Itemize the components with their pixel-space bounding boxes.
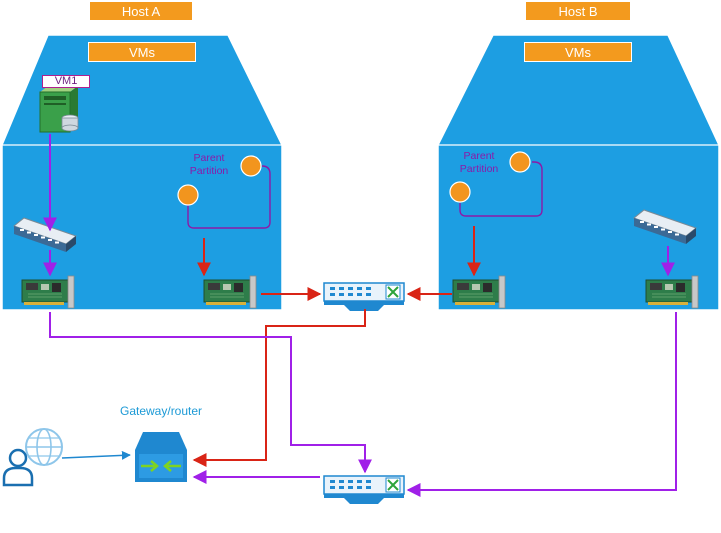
partition-node: [449, 181, 471, 203]
host-a-vms-label: VMs: [88, 42, 196, 62]
switch-to-gateway-link: [192, 309, 366, 467]
host-b-vms-label: VMs: [524, 42, 632, 62]
server-icon: [39, 86, 79, 133]
network-switch-icon: [323, 475, 405, 505]
partition-label-line-1: Parent: [193, 152, 225, 164]
host-b-to-switch-link: [406, 312, 677, 497]
partition-label-line-2: Partition: [189, 165, 229, 177]
host-a-partition-label: Parent Partition: [179, 152, 239, 178]
vm1-label: VM1: [42, 75, 90, 88]
partition-node: [509, 151, 531, 173]
host-a-label: Host A: [89, 1, 193, 21]
host-b-partition-label: Parent Partition: [449, 150, 509, 176]
partition-node: [177, 184, 199, 206]
partition-label-line-1: Parent: [463, 150, 495, 162]
partition-loop-b: [459, 161, 543, 217]
partition-label-line-2: Partition: [459, 163, 499, 175]
gateway-label: Gateway/router: [120, 404, 203, 418]
network-switch-icon: [323, 282, 405, 312]
partition-loop-a: [187, 165, 271, 229]
partition-node: [240, 155, 262, 177]
globe-icon: [25, 428, 63, 466]
internet-to-gateway-link: [61, 450, 131, 460]
gateway-router-icon: [135, 432, 187, 482]
host-a-to-switch-link: [49, 312, 372, 474]
user-icon: [2, 448, 34, 487]
host-b-label: Host B: [525, 1, 631, 21]
